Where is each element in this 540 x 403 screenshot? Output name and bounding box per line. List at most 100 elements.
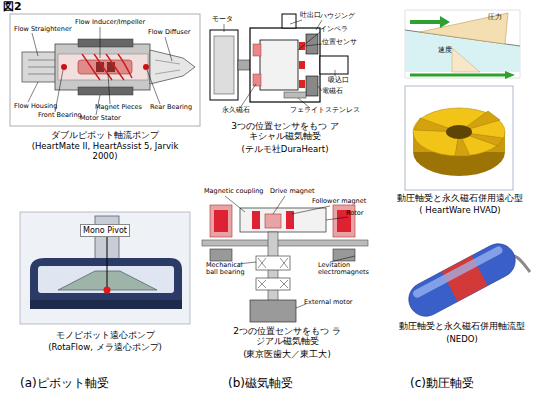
drive-magnet (265, 214, 281, 228)
part-label: 位置センサ (322, 39, 357, 46)
permanent-magnet (253, 74, 261, 86)
motion-arrow-head (505, 71, 515, 79)
part-label: 吸込口 (328, 77, 349, 84)
motor-coil (214, 36, 234, 94)
magnet-core (214, 210, 228, 232)
magnet-stack (210, 205, 232, 237)
impeller-top (413, 108, 505, 156)
part-label: Rotor (346, 210, 363, 217)
electromagnet (306, 34, 318, 54)
levitation-electromagnet (210, 249, 232, 261)
caption-title: 2つの位置センサをもつ ラジアル磁気軸受 (232, 326, 342, 347)
part-label: Motor Stator (80, 115, 121, 122)
part-label: Follower magnet (312, 198, 366, 205)
part-label: 永久磁石 (222, 107, 250, 114)
caption-title: 3つの位置センサをもつ アキシャル磁気軸受 (230, 121, 340, 142)
leader-line (224, 20, 335, 108)
velocity-profile (452, 48, 480, 72)
impeller-hole (446, 125, 472, 139)
part-label: Flow Straightener (14, 26, 72, 33)
image-frame (405, 86, 513, 190)
base-plate (202, 240, 368, 246)
caption-detail: (HeartMate II, HeartAssist 5, Jarvik 200… (30, 142, 180, 162)
rear-bearing (143, 64, 149, 70)
part-label: Magnet Pieces (95, 104, 142, 111)
pump-base (30, 300, 182, 309)
caption-detail: (東京医歯大／東工大) (243, 350, 331, 360)
caption-detail: (NEDO) (446, 335, 478, 345)
panel-label: (a)ピボット軸受 (20, 377, 109, 391)
motor-stator (78, 39, 133, 47)
caption-detail: (RotaFlow, メラ遠心ポンプ) (48, 343, 162, 353)
pump-housing (30, 258, 182, 300)
pressure-profile (420, 13, 508, 44)
highlight (412, 245, 504, 299)
part-label: Flow Diffuser (148, 29, 190, 36)
straightener-vane (28, 60, 58, 61)
flow-arrow (410, 20, 440, 24)
sketch-frame (405, 10, 520, 78)
ball-bearing (256, 278, 290, 290)
follower-magnet (252, 211, 260, 229)
rotor (240, 208, 326, 232)
panel-frame (10, 14, 200, 126)
impeller-groove (414, 111, 503, 156)
part-label: インペラ (320, 26, 348, 33)
front-bearing (61, 64, 67, 70)
flow-channel (58, 54, 148, 80)
motion-arrow (410, 74, 505, 77)
panel-label: (b)磁気軸受 (228, 377, 293, 391)
magnet-piece (107, 62, 115, 72)
caption-title: モノピボット遠心ポンプ (56, 330, 155, 340)
position-sensor (299, 80, 305, 88)
part-label: Front Bearing (38, 112, 82, 119)
impeller-blade (82, 54, 132, 80)
external-motor (250, 300, 296, 322)
part-label: Flow Housing (14, 103, 57, 110)
straightener-vane (28, 67, 58, 68)
part-label: Flow Inducer/Impeller (75, 19, 145, 26)
part-label: モータ (212, 16, 233, 23)
inlet-port (320, 56, 348, 74)
levitation-electromagnet (333, 249, 355, 261)
part-label: 電磁石 (322, 88, 343, 95)
housing (250, 28, 320, 102)
leader-line (28, 27, 172, 115)
part-label: ハウジング (320, 13, 355, 20)
caption-title: 動圧軸受と永久磁石併用遠心型 (397, 194, 523, 204)
caption-detail: (テルモ社DuraHeart) (242, 145, 329, 155)
part-label: Levitation electromagnets (318, 262, 370, 277)
part-label: フェライトステンレス (290, 107, 360, 114)
flow-diffuser (150, 50, 195, 84)
ferrite-plate (284, 92, 306, 98)
panel-label: (c)動圧軸受 (410, 377, 474, 391)
motor-block (210, 30, 238, 100)
part-label: 速度 (438, 46, 452, 54)
figure-title: 図2 (3, 1, 22, 14)
pump-chamber (38, 266, 174, 293)
position-sensor (299, 42, 305, 50)
position-sensor (299, 61, 305, 69)
permanent-magnet (253, 44, 261, 56)
motor-stator (78, 87, 133, 95)
part-label: Mono Pivot (80, 224, 130, 237)
straightener-vane (28, 74, 58, 75)
leader-line (107, 236, 108, 287)
ball-bearing (256, 256, 290, 270)
leader-line (225, 196, 355, 308)
caption-detail: ( HeartWare HVAD) (419, 206, 500, 216)
pivot-point (104, 287, 111, 294)
outlet-port (282, 14, 296, 28)
pump-housing (55, 44, 150, 90)
diffuser-vane (155, 60, 180, 74)
part-label: 圧力 (488, 13, 502, 21)
caption-title: 動圧軸受と永久磁石併用軸流型 (399, 322, 525, 332)
impeller (260, 40, 298, 90)
part-label: Rear Bearing (150, 104, 192, 111)
part-label: Mechanical ball bearing (206, 262, 251, 277)
flow-arrow-head (440, 16, 450, 28)
bearing-ball (258, 258, 288, 288)
part-label: External motor (304, 299, 353, 306)
image-frame (20, 212, 190, 324)
part-label: Magnetic coupling (204, 188, 263, 195)
